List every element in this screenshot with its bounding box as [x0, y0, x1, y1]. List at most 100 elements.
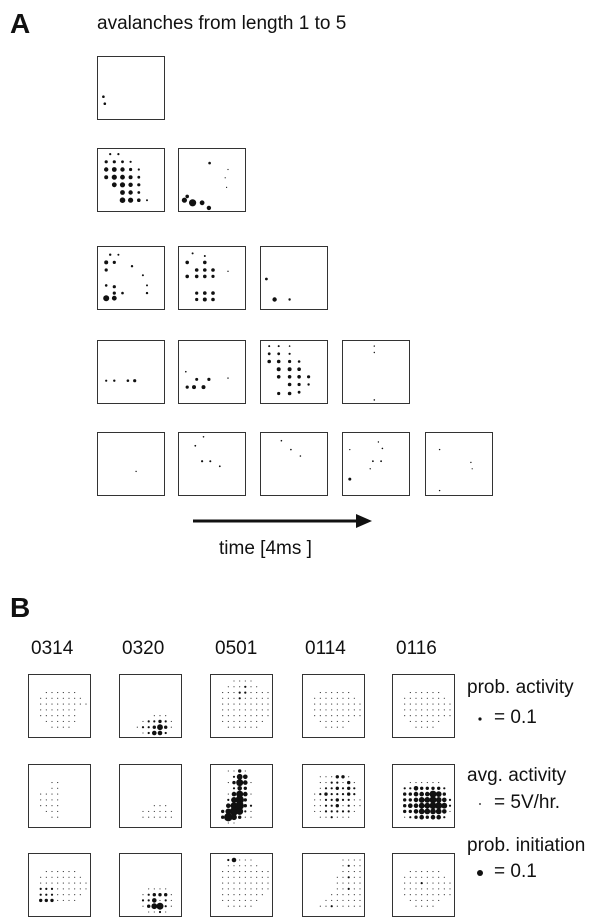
grid-dot [348, 720, 350, 722]
grid-dot [325, 715, 327, 717]
grid-dot [45, 720, 47, 722]
grid-dot [45, 805, 47, 807]
grid-dot [62, 894, 64, 896]
grid-dot [413, 791, 419, 797]
grid-dot [222, 894, 224, 896]
avalanche-frame-dots [373, 345, 376, 401]
grid-dot [62, 876, 64, 878]
grid-dot [244, 859, 246, 861]
grid-dot [261, 720, 263, 722]
grid-dot [342, 876, 344, 878]
activity-dot [471, 468, 473, 470]
activity-dot [195, 291, 199, 295]
dataset-code: 0501 [215, 638, 258, 659]
activity-dot [287, 367, 292, 372]
activity-dot [276, 375, 281, 379]
grid-dot [353, 894, 355, 896]
activity-dot [103, 102, 107, 105]
grid-dot [319, 782, 321, 784]
activity-dot [111, 167, 117, 172]
grid-dot [408, 798, 412, 802]
grid-dot [165, 805, 167, 807]
grid-dot [147, 726, 150, 729]
grid-dot [443, 715, 445, 717]
grid-dot [159, 899, 161, 901]
dataset-grid-dots [222, 857, 269, 907]
activity-dot [218, 465, 221, 468]
grid-dot [432, 905, 434, 907]
grid-dot [142, 894, 144, 896]
grid-dot [40, 697, 42, 699]
grid-dot [435, 808, 442, 815]
grid-dot [57, 888, 59, 890]
activity-dot [185, 260, 189, 265]
grid-dot [147, 720, 150, 723]
grid-dot [237, 786, 242, 791]
grid-dot [57, 876, 59, 878]
grid-dot [57, 816, 59, 818]
grid-dot [57, 882, 59, 884]
avalanche-frame [97, 246, 165, 310]
grid-dot [57, 787, 59, 789]
grid-dot [85, 882, 87, 884]
grid-dot [336, 888, 338, 890]
grid-dot [404, 703, 406, 705]
dataset-code: 0114 [305, 638, 346, 659]
grid-dot [158, 910, 162, 914]
grid-dot [250, 697, 252, 699]
grid-dot [85, 703, 87, 705]
grid-dot [239, 899, 241, 901]
grid-dot [438, 720, 440, 722]
grid-dot [420, 882, 423, 885]
avalanche-frame-dots [102, 95, 107, 105]
avalanche-frame-dots [280, 439, 302, 457]
grid-dot [331, 703, 333, 705]
grid-dot [244, 680, 246, 682]
grid-dot [45, 715, 47, 717]
avalanche-frame-dots [135, 470, 137, 473]
grid-dot [403, 787, 406, 790]
grid-dot [250, 810, 252, 812]
activity-dot [277, 352, 281, 356]
grid-dot [233, 726, 235, 728]
grid-dot [235, 795, 244, 805]
grid-dot [227, 709, 229, 711]
legend-dot-marker [478, 717, 482, 721]
activity-dot [130, 265, 134, 268]
grid-dot [348, 816, 350, 818]
grid-dot [342, 703, 344, 705]
grid-dot [438, 715, 440, 717]
grid-dot [342, 720, 344, 722]
grid-dot [233, 822, 235, 824]
grid-dot [438, 703, 440, 705]
grid-dot [243, 774, 248, 780]
activity-dot [373, 351, 375, 354]
grid-dot [443, 703, 445, 705]
activity-dot [377, 441, 380, 443]
dataset-grid [210, 764, 273, 828]
grid-dot [331, 894, 333, 896]
grid-dot [415, 905, 417, 907]
panel-b-letter: B [10, 592, 31, 623]
activity-dot [195, 377, 199, 381]
grid-dot [331, 709, 333, 711]
activity-dot [104, 175, 109, 180]
activity-dot [104, 167, 109, 172]
grid-dot [432, 726, 434, 728]
grid-dot [336, 899, 338, 901]
grid-dot [153, 816, 155, 818]
activity-dot [207, 377, 211, 381]
grid-dot [227, 686, 229, 688]
grid-dot [418, 808, 425, 815]
grid-dot [74, 888, 76, 890]
grid-dot [142, 816, 144, 818]
grid-dot [342, 899, 344, 901]
grid-dot [421, 720, 423, 722]
grid-dot [404, 876, 406, 878]
grid-dot [239, 715, 241, 717]
activity-dot [112, 291, 116, 295]
grid-dot [141, 726, 145, 729]
grid-dot [319, 720, 321, 722]
grid-dot [438, 882, 440, 884]
grid-dot [429, 802, 437, 810]
